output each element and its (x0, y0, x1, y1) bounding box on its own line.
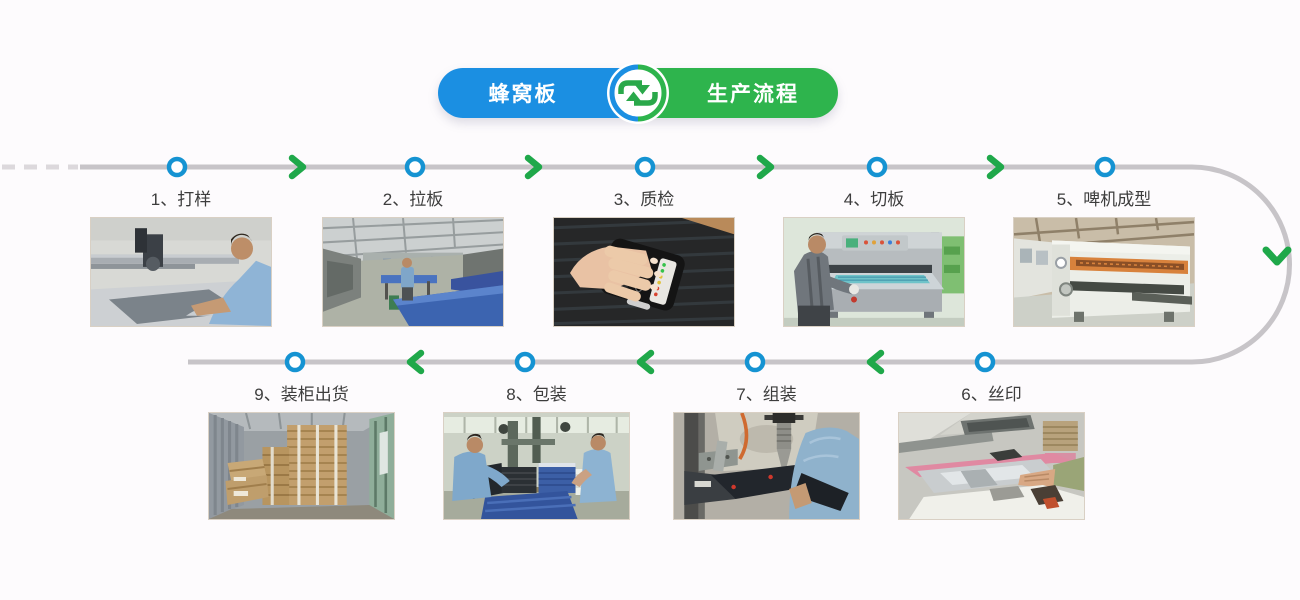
step-node-6 (974, 351, 996, 373)
process-step-2: 2、拉板 (322, 185, 504, 327)
sync-arrows-icon (607, 62, 669, 124)
arrow-right-chevron-icons (288, 154, 1005, 180)
step-node-4 (866, 156, 888, 178)
step-node-8 (514, 351, 536, 373)
packing-photo (443, 412, 630, 520)
step-label: 2、拉板 (382, 190, 444, 209)
silk-screen-printing-photo (898, 412, 1085, 520)
step-nodes (166, 156, 1116, 373)
step-node-9 (284, 351, 306, 373)
step-node-2 (404, 156, 426, 178)
die-cutting-forming-photo (1013, 217, 1195, 327)
step-label: 6、丝印 (961, 385, 1022, 404)
step-node-7 (744, 351, 766, 373)
arrow-down-chevron-icon (1262, 246, 1292, 266)
cnc-sample-cutting-photo (90, 217, 272, 327)
process-step-8: 8、包装 (443, 380, 630, 520)
step-label: 3、质检 (613, 190, 675, 209)
arrow-left-chevron-icons (406, 349, 885, 375)
step-node-1 (166, 156, 188, 178)
process-step-9: 9、装柜出货 (208, 380, 395, 520)
flow-line (80, 164, 1292, 365)
container-loading-photo (208, 412, 395, 520)
step-label: 8、包装 (506, 385, 567, 404)
step-node-3 (634, 156, 656, 178)
process-step-6: 6、丝印 (898, 380, 1085, 520)
workshop-laminating-photo (322, 217, 504, 327)
step-label: 7、组装 (736, 385, 797, 404)
process-step-1: 1、打样 (90, 185, 272, 327)
quality-testing-photo (543, 217, 745, 327)
assembly-photo (673, 412, 860, 520)
process-step-3: 3、质检 (543, 185, 745, 327)
banner-right-label: 生产流程 (638, 68, 838, 118)
process-step-5: 5、啤机成型 (1013, 185, 1195, 327)
step-label: 1、打样 (150, 190, 212, 209)
step-label: 9、装柜出货 (254, 385, 349, 404)
step-node-5 (1094, 156, 1116, 178)
banner-left-label: 蜂窝板 (438, 68, 638, 118)
process-step-4: 4、切板 (783, 185, 965, 327)
step-label: 4、切板 (843, 190, 905, 209)
step-label: 5、啤机成型 (1056, 190, 1152, 209)
board-cutting-photo (783, 217, 965, 327)
section-title-banner: 蜂窝板 生产流程 (438, 62, 838, 124)
process-step-7: 7、组装 (673, 380, 860, 520)
